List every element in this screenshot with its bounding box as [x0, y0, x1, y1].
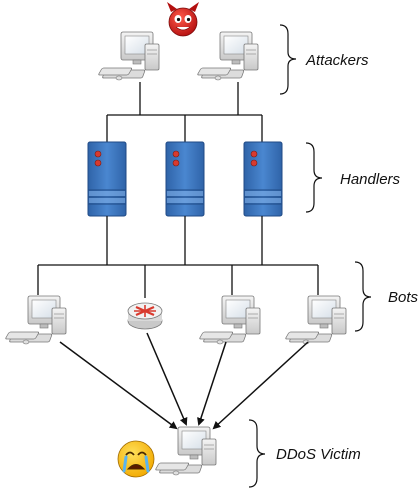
attacker-handler-links: [106, 82, 263, 142]
computer-icon: [196, 31, 259, 81]
handlers-label: Handlers: [340, 171, 401, 188]
server-icon: [165, 141, 205, 217]
server-icon: [243, 141, 283, 217]
brace-bots: [354, 261, 372, 332]
bots-label: Bots: [388, 289, 419, 306]
attack-arrows: [59, 332, 309, 430]
attackers-label: Attackers: [305, 52, 369, 69]
attacker-computer-1: [97, 31, 160, 81]
bot-computer-1: [4, 295, 67, 345]
devil-face-icon: [167, 2, 199, 37]
handler-server-2: [165, 141, 205, 217]
victim-computer: [154, 426, 217, 476]
computer-icon: [97, 31, 160, 81]
bot-computer-3: [198, 295, 261, 345]
brace-victim: [248, 419, 266, 488]
computer-icon: [154, 426, 217, 476]
handler-bot-links: [37, 216, 319, 298]
bot-computer-4: [284, 295, 347, 345]
crying-face-icon: [117, 440, 155, 478]
computer-icon: [198, 295, 261, 345]
handler-server-1: [87, 141, 127, 217]
attacker-computer-2: [196, 31, 259, 81]
victim-label: DDoS Victim: [276, 446, 361, 463]
server-icon: [87, 141, 127, 217]
computer-icon: [284, 295, 347, 345]
brace-handlers: [305, 142, 323, 213]
router-icon: [127, 302, 163, 330]
brace-attackers: [279, 24, 297, 95]
handler-server-3: [243, 141, 283, 217]
computer-icon: [4, 295, 67, 345]
